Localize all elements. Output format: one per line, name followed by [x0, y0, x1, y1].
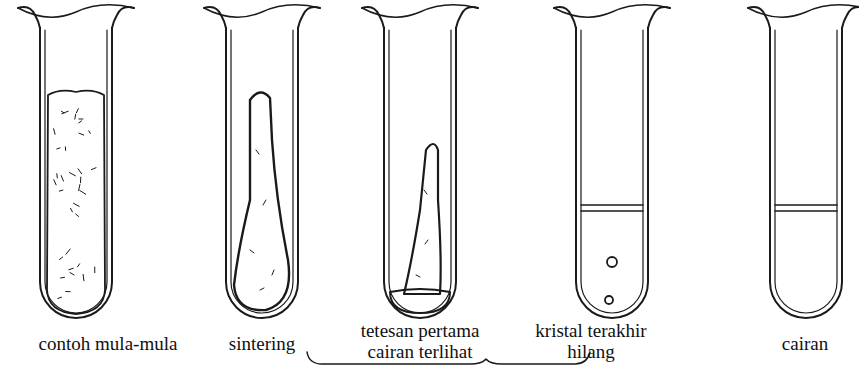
- powder-grain: [78, 264, 80, 267]
- test-tube: [18, 5, 134, 318]
- powder-grain: [89, 131, 91, 134]
- powder-grain: [74, 203, 80, 206]
- powder-grain: [80, 191, 86, 195]
- powder-grain: [66, 291, 70, 292]
- stage-label: tetesan pertama cairan terlihat: [340, 320, 500, 362]
- powder-grain: [76, 109, 78, 113]
- powder-grain: [56, 174, 58, 178]
- powder-grain: [62, 111, 68, 114]
- powder-grain: [79, 185, 80, 191]
- powder-grain: [94, 267, 95, 273]
- powder-grain: [71, 208, 73, 212]
- stage-label: kristal terakhir hilang: [516, 320, 666, 362]
- powder-grain: [58, 297, 62, 298]
- powder-grain: [61, 277, 65, 279]
- powder-grain: [70, 173, 76, 176]
- powder-grain: [61, 111, 64, 113]
- powder-grain: [79, 121, 82, 123]
- powder-grain: [76, 214, 79, 217]
- test-tube: [362, 5, 478, 318]
- powder-grain: [80, 177, 81, 183]
- powder-grain: [54, 180, 56, 185]
- test-tube: [554, 5, 670, 318]
- powder-grain: [54, 129, 56, 135]
- powder-grain: [70, 273, 74, 276]
- powder-grain: [69, 268, 74, 269]
- powder-grain: [65, 147, 66, 151]
- stage-label: contoh mula-mula: [8, 333, 208, 354]
- stage-label: cairan: [755, 333, 855, 354]
- powder-grain: [60, 257, 63, 260]
- powder-grain: [79, 133, 84, 135]
- powder-grain: [79, 119, 83, 120]
- powder-grain: [74, 114, 76, 119]
- test-tube: [204, 5, 320, 318]
- powder-grain: [83, 274, 85, 280]
- powder-grain: [78, 169, 82, 174]
- powder-grain: [66, 249, 70, 254]
- powder-grain: [91, 168, 96, 170]
- powder-grain: [61, 176, 63, 182]
- test-tube: [748, 5, 859, 318]
- powder-grain: [59, 190, 63, 191]
- powder-grain: [57, 148, 60, 149]
- stage-label: sintering: [192, 333, 332, 354]
